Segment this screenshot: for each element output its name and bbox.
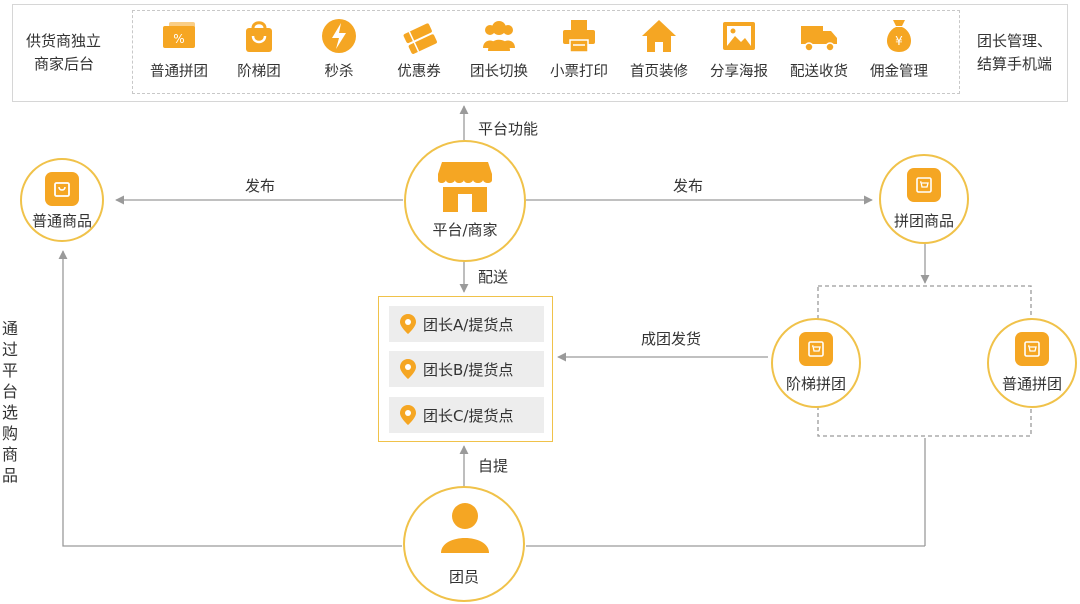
leader-mobile-text: 团长管理、 结算手机端 <box>977 32 1053 73</box>
label-platform-features: 平台功能 <box>478 120 539 138</box>
pickup-points-box: 团长A/提货点 团长B/提货点 团长C/提货点 <box>378 296 553 442</box>
svg-text:%: % <box>173 32 184 46</box>
feature-leader-switch[interactable]: 团长切换 <box>458 16 540 81</box>
label-publish-left: 发布 <box>245 177 276 195</box>
supplier-backend-text: 供货商独立 商家后台 <box>26 32 102 73</box>
feature-normal-group[interactable]: % 普通拼团 <box>138 16 220 81</box>
feature-commission[interactable]: ¥ 佣金管理 <box>858 16 940 81</box>
person-icon <box>441 503 489 553</box>
feature-flash-sale[interactable]: 秒杀 <box>298 16 380 81</box>
cart-badge <box>799 332 833 366</box>
bag-badge <box>45 172 79 206</box>
storefront-icon <box>438 162 492 212</box>
feature-share-poster[interactable]: 分享海报 <box>698 16 780 81</box>
ticket-icon: % <box>163 22 195 48</box>
user-group-icon <box>483 21 515 51</box>
cart-icon <box>1024 341 1040 357</box>
shopping-bag-icon <box>54 182 70 197</box>
node-normal-goods-label: 普通商品 <box>31 212 92 230</box>
label-delivery: 配送 <box>478 268 509 286</box>
node-ladder-group-label: 阶梯拼团 <box>785 375 846 393</box>
location-pin-icon <box>400 314 416 334</box>
node-group-goods-label: 拼团商品 <box>893 212 954 230</box>
label-self-pickup: 自提 <box>478 457 509 475</box>
label-publish-right: 发布 <box>673 177 704 195</box>
node-platform-label: 平台/商家 <box>432 221 498 239</box>
cart-badge <box>1015 332 1049 366</box>
shopping-bag-icon <box>246 21 272 52</box>
feature-ladder-group[interactable]: 阶梯团 <box>218 16 300 81</box>
lightning-icon <box>322 19 356 53</box>
home-icon <box>642 20 676 52</box>
cart-icon <box>808 341 824 357</box>
top-panel <box>12 4 1068 102</box>
feature-home-decor[interactable]: 首页装修 <box>618 16 700 81</box>
cart-icon <box>916 177 932 193</box>
pickup-point-a[interactable]: 团长A/提货点 <box>389 306 544 342</box>
picture-icon <box>723 22 755 50</box>
arrow-member-to-normal-goods <box>58 250 402 547</box>
feature-delivery-receipt[interactable]: 配送收货 <box>778 16 860 81</box>
pickup-point-c[interactable]: 团长C/提货点 <box>389 397 544 433</box>
truck-icon <box>801 26 837 52</box>
location-pin-icon <box>400 359 416 379</box>
feature-receipt-print[interactable]: 小票打印 <box>538 16 620 81</box>
node-normal-group-label: 普通拼团 <box>1001 375 1062 393</box>
printer-icon <box>563 20 595 53</box>
node-member-label: 团员 <box>448 568 479 586</box>
coupons-icon <box>403 23 437 54</box>
label-buy-via-platform: 通过平台选购商品 <box>1 319 18 485</box>
cart-badge <box>907 168 941 202</box>
location-pin-icon <box>400 405 416 425</box>
label-group-shipping: 成团发货 <box>641 330 702 348</box>
feature-dashed-box <box>132 10 960 94</box>
pickup-point-b[interactable]: 团长B/提货点 <box>389 351 544 387</box>
svg-text:¥: ¥ <box>895 34 903 48</box>
feature-coupons[interactable]: 优惠券 <box>378 16 460 81</box>
money-bag-icon: ¥ <box>886 20 912 52</box>
